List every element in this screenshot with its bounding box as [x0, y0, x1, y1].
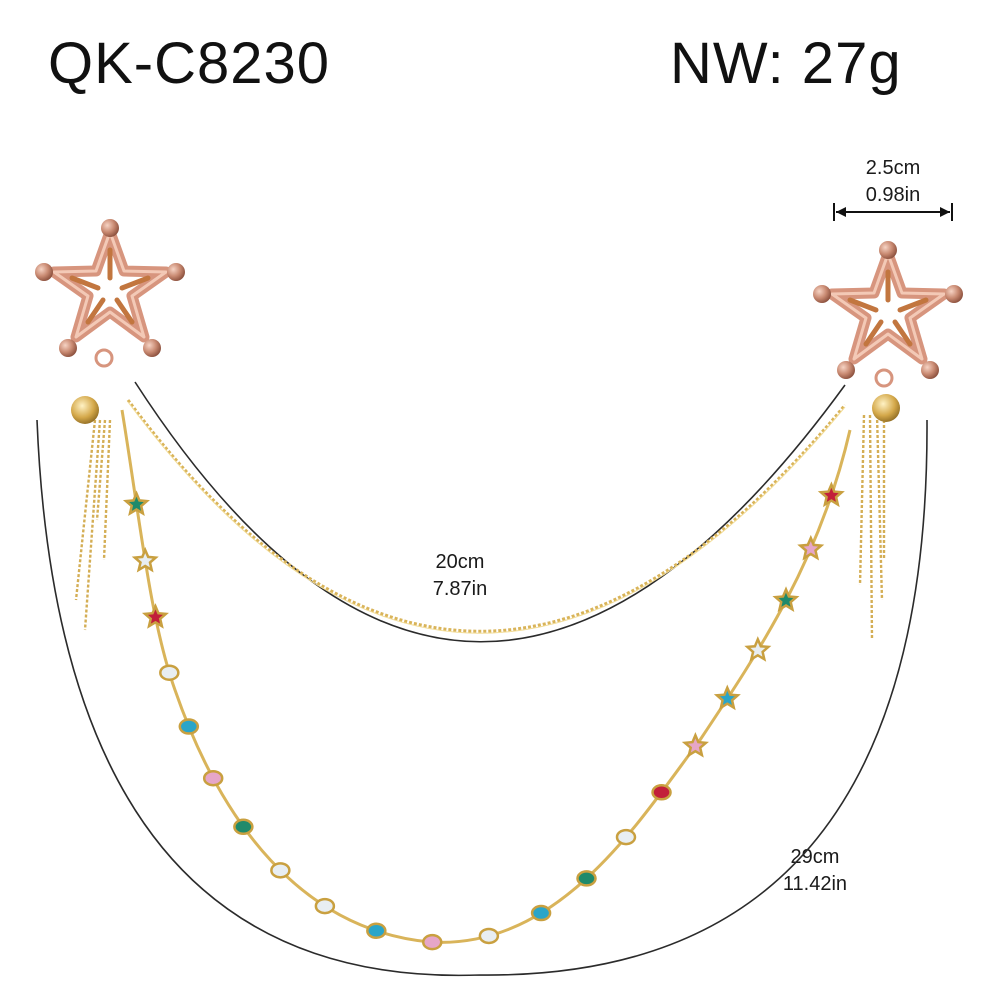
- short-chain-cm: 20cm: [435, 551, 485, 573]
- star-gem: [122, 490, 150, 517]
- left-tassel-chains: [74, 419, 112, 631]
- star-gem: [131, 546, 159, 573]
- net-weight-title: NW: 27g: [670, 31, 902, 96]
- star-gem: [817, 481, 845, 508]
- left-star-clamp: [35, 219, 185, 368]
- long-chain-cm: 29cm: [790, 846, 840, 868]
- long-chain-guide-line: [36, 419, 928, 977]
- star-gem: [713, 684, 741, 711]
- oval-gem: [421, 933, 443, 951]
- width-dimension-label: 2.5cm 0.98in: [848, 155, 938, 209]
- width-in: 0.98in: [865, 184, 921, 206]
- short-chain-guide-line: [134, 381, 846, 643]
- oval-gem: [576, 870, 597, 887]
- right-tassel-chains: [858, 414, 886, 641]
- star-gem: [681, 731, 709, 758]
- oval-gem: [270, 862, 291, 879]
- short-chain-dimension-label: 20cm 7.87in: [410, 549, 510, 603]
- short-chain-in: 7.87in: [432, 578, 488, 600]
- oval-gem: [314, 897, 336, 915]
- short-gold-chain: [126, 399, 847, 633]
- oval-gem: [366, 922, 387, 940]
- oval-gem: [178, 718, 200, 735]
- right-star-clamp: [813, 241, 963, 388]
- left-bell: [71, 396, 99, 424]
- long-chain-dimension-label: 29cm 11.42in: [760, 844, 870, 898]
- oval-gem: [233, 818, 254, 836]
- oval-gem: [615, 828, 637, 846]
- star-gem: [141, 603, 169, 629]
- width-cm: 2.5cm: [865, 157, 921, 179]
- oval-gem: [478, 927, 500, 945]
- oval-gem: [530, 904, 552, 922]
- long-chain-in: 11.42in: [782, 873, 848, 895]
- oval-gem: [159, 664, 180, 681]
- right-bell: [872, 394, 900, 422]
- star-gem: [797, 534, 825, 561]
- product-model-title: QK-C8230: [48, 31, 331, 96]
- oval-gem: [202, 769, 224, 787]
- gem-stations: [122, 481, 845, 951]
- star-gem: [772, 586, 800, 613]
- star-gem: [744, 636, 772, 662]
- long-gem-chain: [120, 409, 852, 944]
- width-arrow: [833, 203, 953, 221]
- oval-gem: [651, 784, 672, 801]
